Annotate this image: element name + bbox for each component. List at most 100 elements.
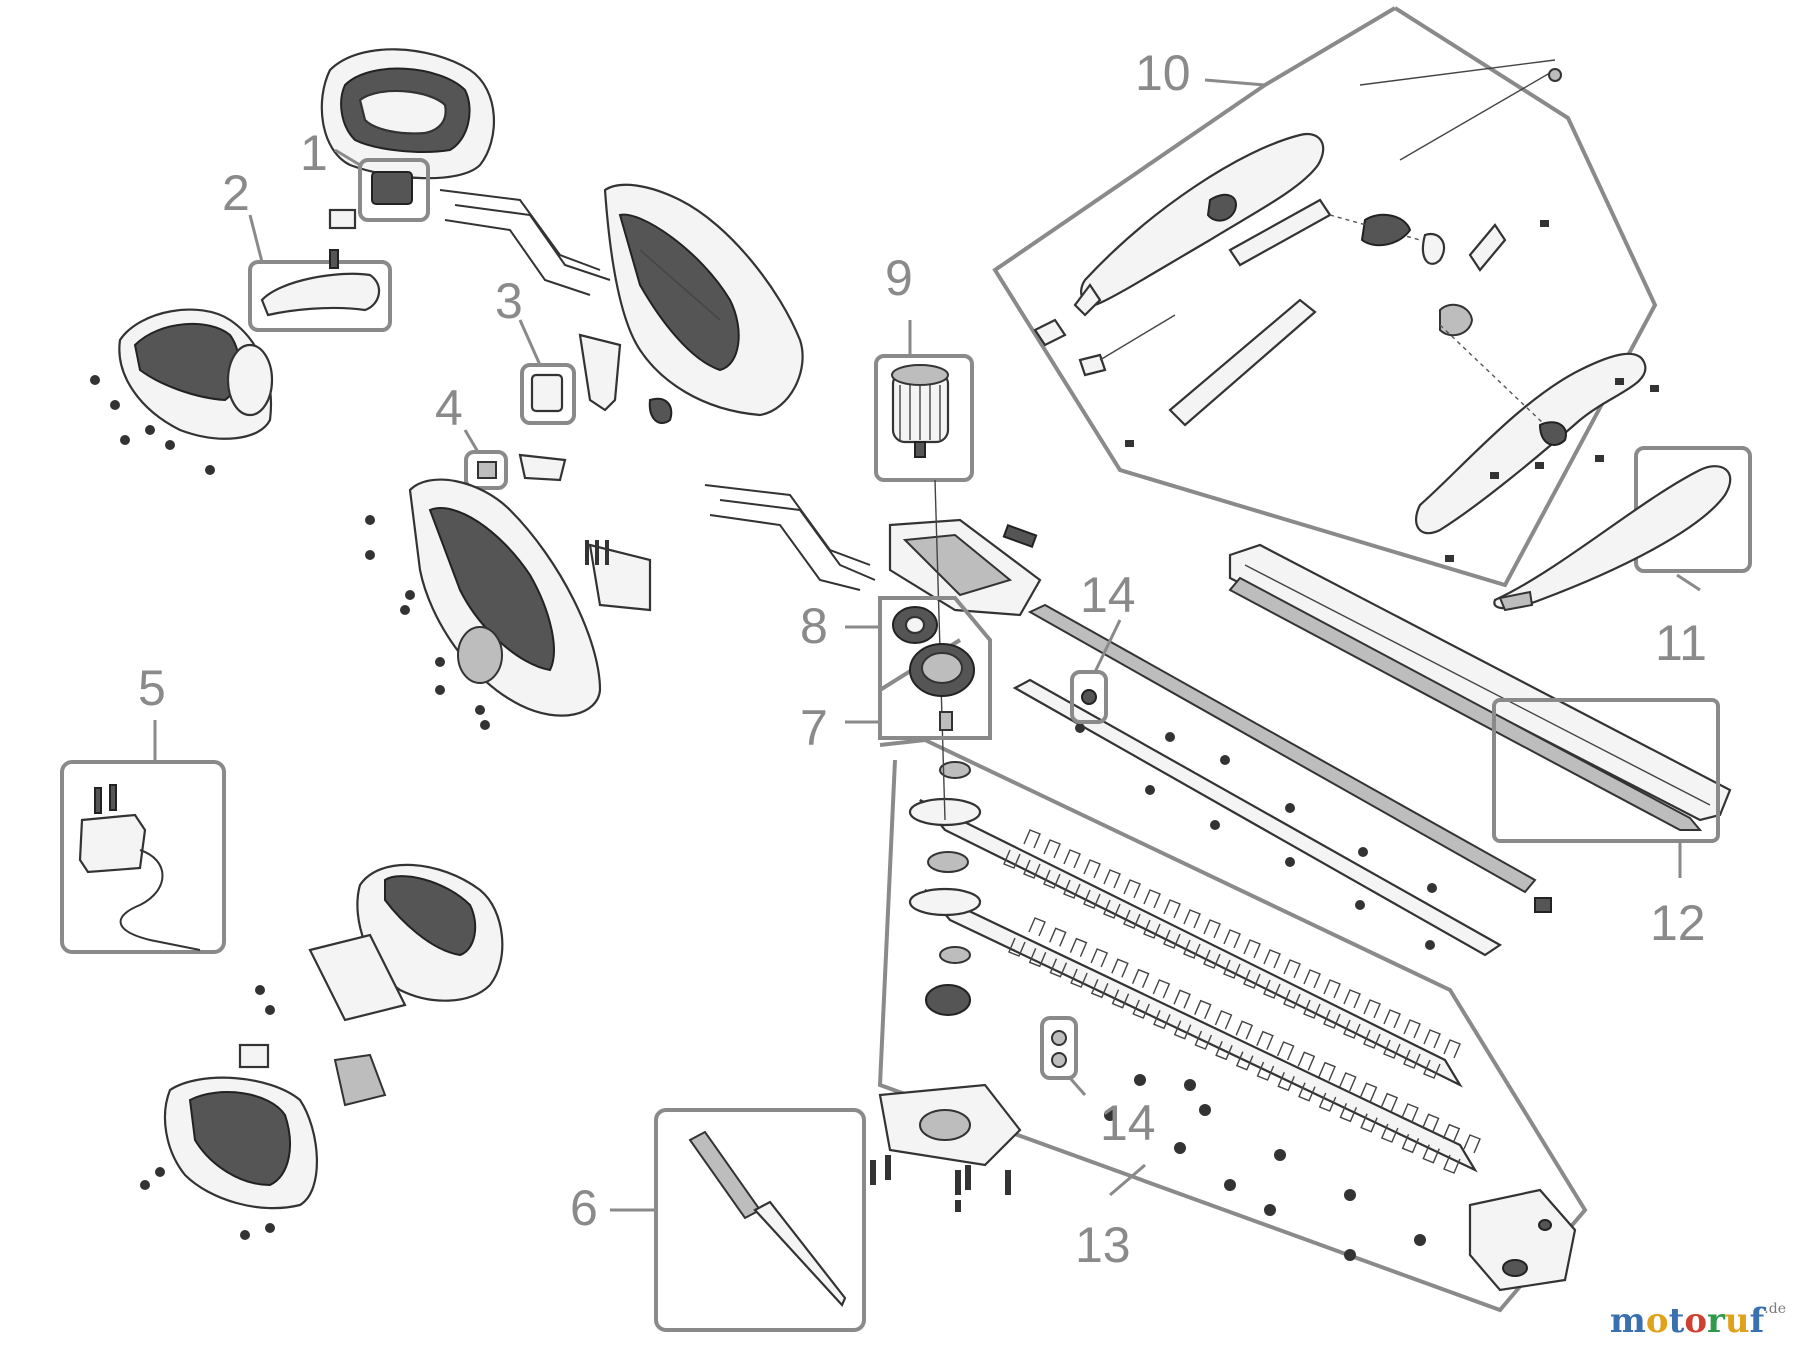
callout-14-bottom: 14 <box>1100 1095 1156 1151</box>
gear-housing <box>888 479 1042 821</box>
blade-tooth <box>1069 937 1088 957</box>
blade-tooth <box>1083 859 1101 879</box>
frame-9 <box>874 354 974 482</box>
blade-tooth <box>1380 1092 1399 1112</box>
blade-tooth <box>1111 958 1129 978</box>
blade-tooth <box>1303 999 1321 1019</box>
blade-tooth <box>1063 879 1081 899</box>
blade-tooth <box>1214 1010 1233 1030</box>
blade-tooth <box>1256 1030 1274 1050</box>
blade-guard-12 <box>1228 543 1732 843</box>
frame-5 <box>60 760 226 954</box>
frame-6 <box>654 1108 866 1332</box>
blade-tooth <box>1235 1020 1254 1040</box>
blade-tooth <box>1103 869 1121 889</box>
blade-tooth <box>1383 1009 1401 1029</box>
frame-10 <box>992 6 1658 588</box>
blade-tooth <box>1421 1113 1440 1133</box>
blade-tooth <box>1422 1144 1440 1164</box>
blade-tooth <box>1132 999 1150 1019</box>
blade-tooth <box>1339 1072 1357 1092</box>
blade-tooth <box>1173 989 1191 1009</box>
blade-tooth <box>1256 1061 1275 1081</box>
blade-tooth <box>1343 989 1361 1009</box>
callout-13: 13 <box>1075 1217 1131 1273</box>
blade-tooth <box>1263 979 1281 999</box>
battery-pack <box>140 863 504 1240</box>
frame-2 <box>248 249 392 332</box>
blade-tooth <box>1123 909 1141 929</box>
frame-3 <box>520 333 673 425</box>
blade-tooth <box>1143 919 1161 939</box>
rear-handle-assembly <box>1033 59 1659 562</box>
callout-10: 10 <box>1135 45 1191 101</box>
frame-14b <box>1040 1016 1078 1080</box>
blade-tooth <box>1403 1049 1421 1069</box>
blade-tooth <box>1318 1092 1337 1112</box>
gear-base-plate <box>870 1083 1022 1212</box>
callout-2: 2 <box>222 165 250 221</box>
blade-tooth <box>1423 1059 1441 1079</box>
callout-labels: 1 2 3 4 5 6 7 8 9 10 11 12 13 14 14 <box>138 45 1707 1273</box>
motor-housing-left <box>365 478 652 730</box>
blade-tooth <box>1090 948 1109 968</box>
blade-tooth <box>1401 1134 1420 1154</box>
blade-tooth <box>1028 948 1047 968</box>
watermark-letters: motoruf <box>1610 1301 1764 1341</box>
blade-tooth <box>1363 999 1381 1019</box>
blade-tooth <box>1318 1061 1336 1081</box>
blade-tooth <box>1023 829 1041 849</box>
blade-tooth <box>1183 939 1201 959</box>
blade-tooth <box>1008 937 1026 957</box>
blade-tooth <box>1277 1072 1295 1092</box>
blade-tooth <box>1283 989 1301 1009</box>
blade-tooth <box>1163 899 1181 919</box>
callout-9: 9 <box>885 250 913 306</box>
blade-tooth <box>1423 1029 1441 1049</box>
blade-tooth <box>1215 1041 1233 1061</box>
callout-12: 12 <box>1650 895 1706 951</box>
blade-tooth <box>1183 909 1201 929</box>
motor-housing-right <box>603 183 804 417</box>
watermark-letter: o <box>1684 1301 1707 1341</box>
callout-6: 6 <box>570 1180 598 1236</box>
blade-tooth <box>1173 1020 1192 1040</box>
blade-tooth <box>1442 1123 1461 1143</box>
blade-tooth <box>1303 969 1321 989</box>
front-handle-grip <box>90 308 274 475</box>
blade-tooth <box>1223 959 1241 979</box>
switch-1-frame <box>328 158 430 230</box>
blade-tooth <box>1043 869 1061 889</box>
blade-tooth <box>1243 969 1261 989</box>
blade-tooth <box>1443 1154 1461 1174</box>
blade-tooth <box>1153 1010 1171 1030</box>
cutting-blade <box>908 761 1577 1292</box>
blade-tooth <box>1401 1103 1419 1123</box>
watermark-tld: .de <box>1764 1301 1786 1317</box>
callout-5: 5 <box>138 660 166 716</box>
blade-tooth <box>1383 1039 1401 1059</box>
blade-rails <box>1012 603 1552 957</box>
blade-tooth <box>1111 989 1130 1009</box>
frame-4 <box>464 450 567 490</box>
blade-tooth <box>1283 959 1301 979</box>
blade-tooth <box>1360 1113 1378 1133</box>
blade-tooth <box>1163 929 1181 949</box>
watermark-letter: t <box>1668 1301 1685 1341</box>
blade-tooth <box>1090 979 1109 999</box>
blade-tooth <box>1263 949 1281 969</box>
blade-tooth <box>1323 979 1341 999</box>
blade-tooth <box>1203 919 1221 939</box>
blade-tooth <box>1063 849 1081 869</box>
blade-tooth <box>1343 1019 1361 1039</box>
motoruf-watermark-logo: motoruf.de <box>1610 1301 1786 1341</box>
callout-7: 7 <box>800 700 828 756</box>
blade-tooth <box>1403 1019 1421 1039</box>
callout-1: 1 <box>300 125 328 181</box>
blade-tooth <box>1049 958 1068 978</box>
blade-tooth <box>1103 899 1121 919</box>
blade-tooth <box>1443 1039 1461 1059</box>
frame-8-7 <box>878 596 992 740</box>
blade-tooth <box>1323 1009 1341 1029</box>
